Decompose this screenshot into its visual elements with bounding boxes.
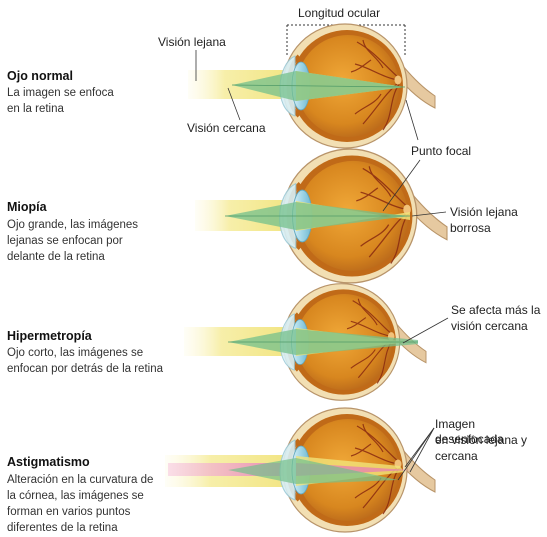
myopia-desc-line-3: delante de la retina bbox=[7, 250, 105, 266]
myopia-desc-line-2: lejanas se enfocan por bbox=[7, 234, 123, 250]
myopia-title: Miopía bbox=[7, 200, 47, 215]
near-affected-label-line-2: visión cercana bbox=[451, 319, 528, 334]
astigmatism-desc-line-1: Alteración en la curvatura de bbox=[7, 473, 153, 489]
hyperopia-title: Hipermetropía bbox=[7, 329, 92, 344]
normal-eye-title: Ojo normal bbox=[7, 69, 73, 84]
astigmatism-desc-line-3: forman en varios puntos bbox=[7, 505, 130, 521]
hyperopia-desc-line-2: enfocan por detrás de la retina bbox=[7, 362, 163, 378]
focal-point-label: Punto focal bbox=[411, 144, 471, 159]
blurry-far-label-line-1: Visión lejana bbox=[450, 205, 518, 220]
blurry-both-label-line-3: cercana bbox=[435, 449, 478, 464]
myopia-desc-line-1: Ojo grande, las imágenes bbox=[7, 218, 138, 234]
astigmatism-desc-line-4: diferentes de la retina bbox=[7, 521, 118, 537]
eye-myopia bbox=[195, 149, 447, 283]
near-affected-label-line-1: Se afecta más la bbox=[451, 303, 540, 318]
blurry-far-label-line-2: borrosa bbox=[450, 221, 491, 236]
astigmatism-desc-line-2: la córnea, las imágenes se bbox=[7, 489, 144, 505]
axial-length-label: Longitud ocular bbox=[298, 6, 380, 21]
eye-astigmatism bbox=[165, 408, 435, 532]
eye-hyperopia bbox=[184, 284, 448, 401]
astigmatism-title: Astigmatismo bbox=[7, 455, 90, 470]
normal-eye-desc-line-2: en la retina bbox=[7, 102, 64, 118]
blurry-both-label-line-2: en visión lejana y bbox=[435, 433, 527, 448]
hyperopia-desc-line-1: Ojo corto, las imágenes se bbox=[7, 346, 143, 362]
far-vision-label: Visión lejana bbox=[158, 35, 226, 50]
normal-eye-desc-line-1: La imagen se enfoca bbox=[7, 86, 114, 102]
near-vision-label: Visión cercana bbox=[187, 121, 266, 136]
